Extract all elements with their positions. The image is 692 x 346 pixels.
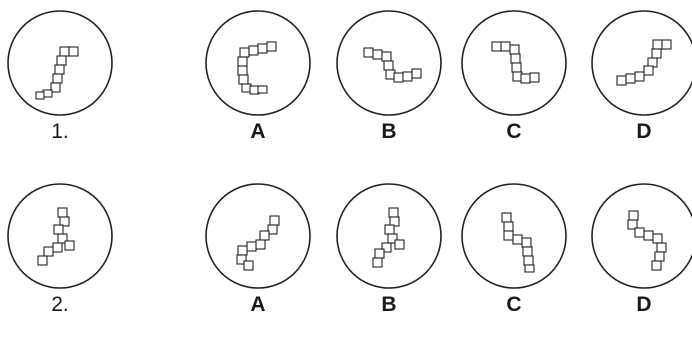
option-label: C <box>454 120 574 144</box>
reference-circle-1-drawing <box>0 0 120 120</box>
option-2-D-drawing <box>584 173 692 293</box>
problem-number-1: 1. <box>0 120 120 144</box>
problem-row-1: 1. A B <box>0 0 692 173</box>
option-1-D-drawing <box>584 0 692 120</box>
option-label: B <box>329 293 449 317</box>
option-label: D <box>584 293 692 317</box>
option-label: D <box>584 120 692 144</box>
option-label: B <box>329 120 449 144</box>
option-1-B-drawing <box>329 0 449 120</box>
option-1-D[interactable]: D <box>584 0 692 150</box>
option-1-C-drawing <box>454 0 574 120</box>
option-1-A[interactable]: A <box>198 0 318 150</box>
option-2-A[interactable]: A <box>198 173 318 323</box>
option-1-C[interactable]: C <box>454 0 574 150</box>
option-2-A-drawing <box>198 173 318 293</box>
option-2-B[interactable]: B <box>329 173 449 323</box>
reference-circle-2-drawing <box>0 173 120 293</box>
option-2-C[interactable]: C <box>454 173 574 323</box>
reference-figure-2: 2. <box>0 173 120 323</box>
option-1-A-drawing <box>198 0 318 120</box>
problem-number-2: 2. <box>0 293 120 317</box>
cube-chain-1 <box>36 47 78 99</box>
option-2-D[interactable]: D <box>584 173 692 323</box>
option-1-B[interactable]: B <box>329 0 449 150</box>
option-2-C-drawing <box>454 173 574 293</box>
reference-figure-1: 1. <box>0 0 120 150</box>
option-2-B-drawing <box>329 173 449 293</box>
option-label: C <box>454 293 574 317</box>
problem-row-2: 2. A B <box>0 173 692 346</box>
option-label: A <box>198 293 318 317</box>
option-label: A <box>198 120 318 144</box>
